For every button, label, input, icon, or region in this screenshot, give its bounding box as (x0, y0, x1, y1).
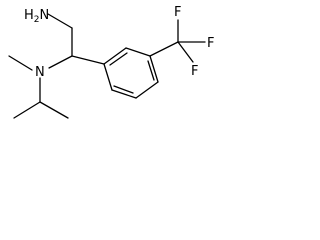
ring-bond-2 (125, 47, 151, 57)
bond-ring-cf3 (149, 41, 179, 57)
fluorine-right-label: F (207, 36, 214, 51)
bond-amine-ch2 (47, 13, 73, 29)
amine-h: H (24, 8, 34, 23)
bond-isopropyl-left (13, 101, 41, 119)
ring-bond-5 (111, 89, 137, 99)
structural-formula: H2N N F F F (8, 5, 214, 119)
ring-bond-6 (103, 63, 113, 91)
bond-isopropyl-right (39, 101, 69, 119)
amine-n: N (40, 8, 50, 23)
atom-labels: H2N N F F F (24, 5, 214, 80)
bond-cf3-f-bottom (177, 41, 194, 63)
amine-label: H2N (24, 8, 49, 25)
bonds (8, 13, 206, 119)
fluorine-bottom-label: F (191, 64, 198, 79)
fluorine-top-label: F (174, 5, 181, 20)
bond-ch-n (48, 55, 73, 69)
bond-ch-ring (71, 55, 105, 65)
ring-double-1 (109, 52, 128, 66)
bond-n-methyl (8, 55, 33, 71)
tertiary-n-label: N (35, 65, 45, 80)
ring-bond-4 (135, 81, 159, 99)
amine-subscript: 2 (34, 15, 40, 25)
ring-double-3 (113, 85, 134, 94)
ring-bond-1 (103, 47, 127, 65)
ring-bond-3 (149, 55, 159, 83)
ring-double-2 (147, 60, 155, 81)
